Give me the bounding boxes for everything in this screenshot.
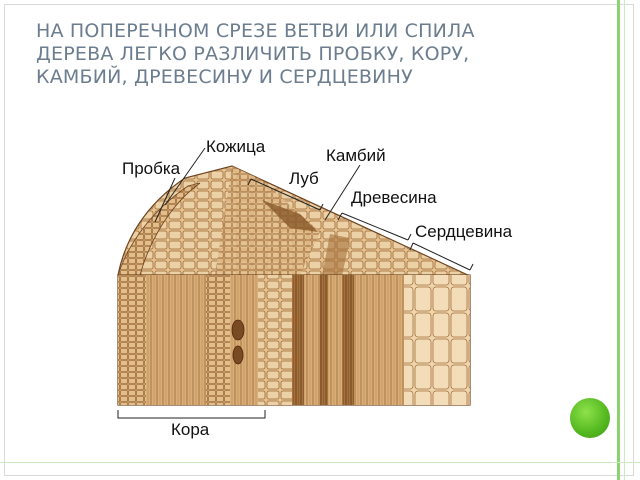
label-kozhitsa: Кожица xyxy=(206,137,266,156)
label-serdtsevina: Сердцевина xyxy=(415,222,513,241)
top-face xyxy=(117,165,471,277)
slide-accent-line-thin xyxy=(624,0,625,480)
front-face xyxy=(117,274,471,406)
green-circle-decoration xyxy=(570,398,610,438)
slide-frame xyxy=(4,4,634,476)
label-probka: Пробка xyxy=(122,159,181,178)
slide-bottom-line xyxy=(0,462,640,463)
label-drevesina: Древесина xyxy=(351,188,437,207)
slide-accent-line xyxy=(617,0,620,480)
label-kora: Кора xyxy=(171,420,210,439)
label-brackets xyxy=(117,147,474,419)
label-kambiy: Камбий xyxy=(326,146,386,165)
label-lub: Луб xyxy=(289,169,319,188)
slide-title: НА ПОПЕРЕЧНОМ СРЕЗЕ ВЕТВИ ИЛИ СПИЛА ДЕРЕ… xyxy=(36,20,475,88)
